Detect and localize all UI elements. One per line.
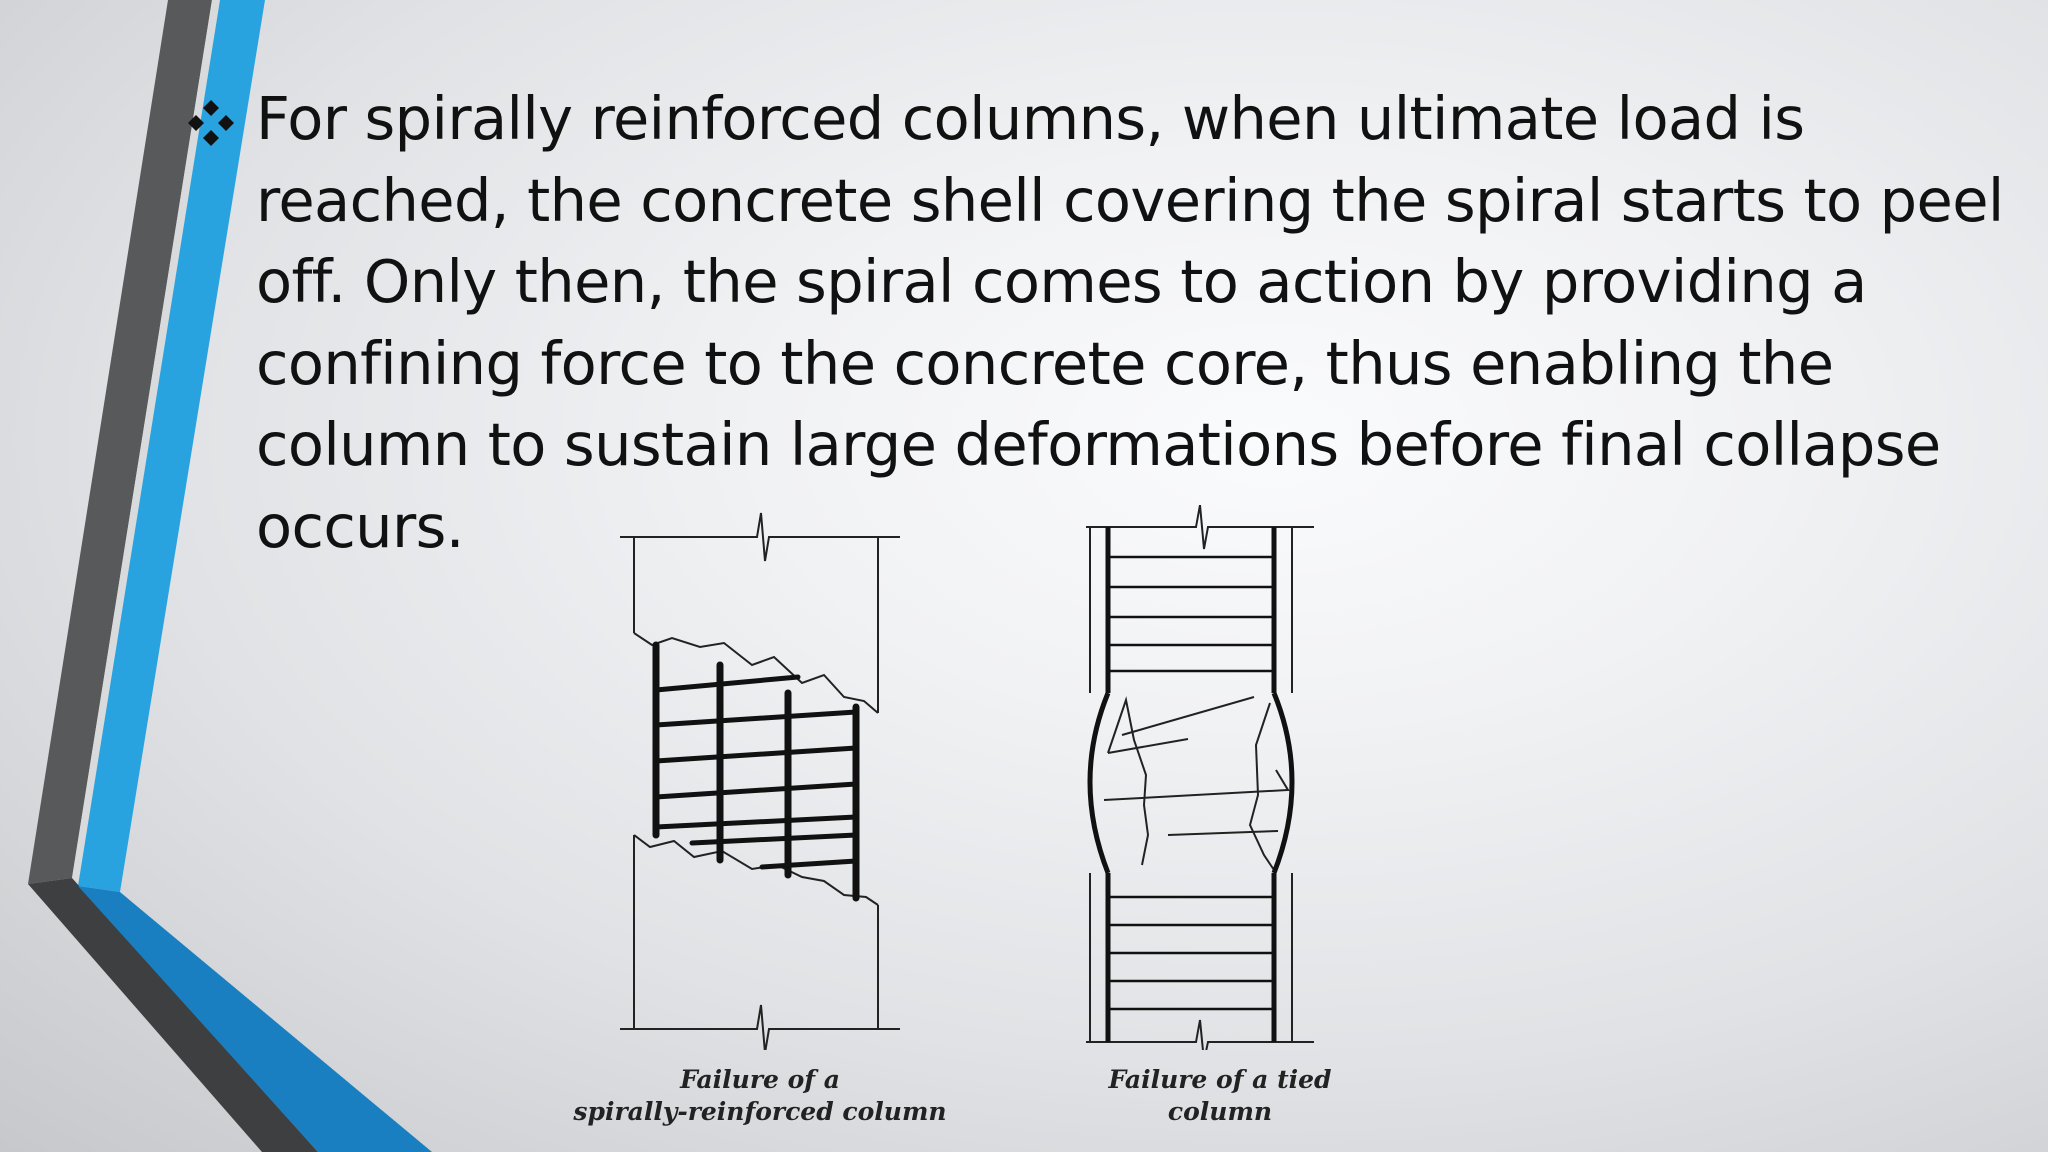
tied-caption-line-1: Failure of a tied	[1108, 1065, 1332, 1094]
deco-dark-band	[28, 0, 212, 884]
spiral-column-drawing	[620, 512, 900, 1050]
deco-dark-diagonal	[28, 878, 318, 1152]
deco-blue-diagonal	[78, 886, 432, 1152]
spiral-caption-line-2: spirally-reinforced column	[573, 1097, 947, 1126]
tied-column-drawing	[1086, 505, 1314, 1050]
spiral-column-caption: Failure of a spirally-reinforced column	[570, 1064, 950, 1128]
spiral-caption-line-1: Failure of a	[680, 1065, 840, 1094]
tied-column-figure	[1078, 505, 1338, 1050]
four-diamond-bullet-icon	[188, 100, 234, 146]
deco-light-band	[72, 0, 220, 886]
deco-blue-band	[78, 0, 265, 892]
tied-caption-line-2: column	[1167, 1097, 1273, 1126]
spiral-column-figure	[612, 505, 912, 1050]
bullet-item: For spirally reinforced columns, when ul…	[186, 78, 2016, 567]
bullet-text: For spirally reinforced columns, when ul…	[256, 84, 2004, 561]
tied-column-caption: Failure of a tied column	[1090, 1064, 1350, 1128]
